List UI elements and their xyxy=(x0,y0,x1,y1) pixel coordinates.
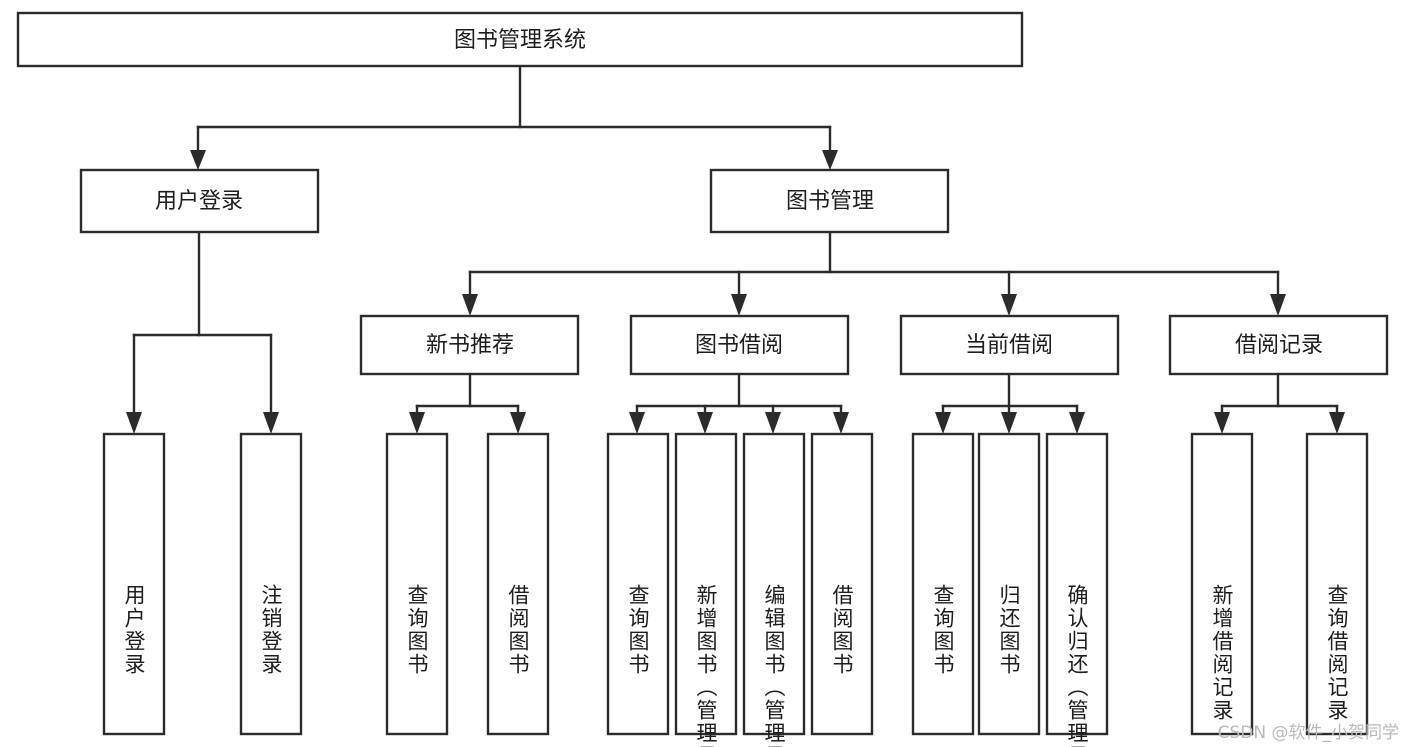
arrow-head-icon-leaf-query-book-3 xyxy=(935,412,951,434)
node-current-borrow-label: 当前借阅 xyxy=(965,333,1053,358)
node-book-borrow-label: 图书借阅 xyxy=(695,333,783,358)
node-leaf-add-record[interactable]: 新增借阅记录 xyxy=(1190,432,1254,736)
node-leaf-query-record[interactable]: 查询借阅记录 xyxy=(1305,432,1369,736)
node-leaf-query-book-2-box[interactable] xyxy=(606,432,670,736)
node-root[interactable]: 图书管理系统 xyxy=(16,11,1024,68)
node-leaf-query-book-3[interactable]: 查询图书 xyxy=(911,432,975,736)
node-leaf-user-logout-box[interactable] xyxy=(239,432,303,736)
arrow-head-icon-book-borrow xyxy=(731,294,747,316)
node-root-box[interactable] xyxy=(16,11,1024,68)
node-leaf-edit-book[interactable]: 编辑图书（管理员） xyxy=(742,432,806,747)
arrow-head-icon-leaf-borrow-book-1 xyxy=(510,412,526,434)
arrow-head-icon-leaf-user-login xyxy=(126,412,142,434)
node-borrow-record-box[interactable] xyxy=(1168,314,1389,376)
arrow-head-icon-leaf-borrow-book-2 xyxy=(833,412,849,434)
node-leaf-query-book-1-box[interactable] xyxy=(385,432,449,736)
node-leaf-borrow-book-2-label: 借阅图书 xyxy=(830,584,854,676)
arrow-head-icon-borrow-record xyxy=(1270,294,1286,316)
node-leaf-add-record-label: 新增借阅记录 xyxy=(1210,584,1234,722)
node-book-borrow[interactable]: 图书借阅 xyxy=(629,314,850,376)
node-leaf-query-book-2-label: 查询图书 xyxy=(626,584,650,676)
arrow-head-icon-current-borrow xyxy=(1001,294,1017,316)
node-leaf-add-book-box[interactable] xyxy=(674,432,738,736)
node-user-login[interactable]: 用户登录 xyxy=(79,168,320,234)
node-leaf-return-book-label: 归还图书 xyxy=(997,584,1021,676)
node-leaf-edit-book-label: 编辑图书（管理员） xyxy=(762,584,786,747)
arrow-head-icon-leaf-return-book xyxy=(1001,412,1017,434)
node-leaf-borrow-book-1-label: 借阅图书 xyxy=(506,584,530,676)
node-leaf-user-login-box[interactable] xyxy=(102,432,166,736)
node-new-book-recommend[interactable]: 新书推荐 xyxy=(359,314,580,376)
arrow-head-icon-leaf-query-record xyxy=(1329,412,1345,434)
arrow-head-icon-root-user-login xyxy=(190,150,206,170)
node-leaf-add-book-label: 新增图书（管理员） xyxy=(694,584,718,747)
node-leaf-add-book[interactable]: 新增图书（管理员） xyxy=(674,432,738,747)
connector-layer xyxy=(126,64,1345,434)
node-leaf-query-book-2[interactable]: 查询图书 xyxy=(606,432,670,736)
node-leaf-return-book[interactable]: 归还图书 xyxy=(977,432,1041,736)
node-book-manage-label: 图书管理 xyxy=(786,189,874,214)
node-leaf-return-book-box[interactable] xyxy=(977,432,1041,736)
arrow-head-icon-leaf-edit-book xyxy=(765,412,781,434)
node-current-borrow-box[interactable] xyxy=(899,314,1120,376)
arrow-head-icon-leaf-confirm-return xyxy=(1069,412,1085,434)
node-leaf-edit-book-box[interactable] xyxy=(742,432,806,736)
arrow-head-icon-leaf-add-book xyxy=(697,412,713,434)
node-new-book-recommend-box[interactable] xyxy=(359,314,580,376)
node-book-manage[interactable]: 图书管理 xyxy=(709,168,950,234)
node-leaf-user-logout-label: 注销登录 xyxy=(259,584,283,676)
node-leaf-confirm-return-box[interactable] xyxy=(1045,432,1109,736)
node-current-borrow[interactable]: 当前借阅 xyxy=(899,314,1120,376)
arrow-head-icon-leaf-add-record xyxy=(1214,412,1230,434)
node-root-label: 图书管理系统 xyxy=(454,28,586,53)
node-leaf-query-book-1[interactable]: 查询图书 xyxy=(385,432,449,736)
node-user-login-box[interactable] xyxy=(79,168,320,234)
node-leaf-confirm-return-label: 确认归还（管理员） xyxy=(1065,584,1089,747)
node-leaf-query-book-1-label: 查询图书 xyxy=(405,584,429,676)
node-leaf-user-login[interactable]: 用户登录 xyxy=(102,432,166,736)
node-new-book-recommend-label: 新书推荐 xyxy=(426,333,514,358)
node-book-borrow-box[interactable] xyxy=(629,314,850,376)
node-leaf-confirm-return[interactable]: 确认归还（管理员） xyxy=(1045,432,1109,747)
arrow-head-icon-leaf-query-book-1 xyxy=(409,412,425,434)
node-leaf-user-login-label: 用户登录 xyxy=(122,584,146,676)
arrow-head-icon-new-book-recommend xyxy=(462,294,478,316)
node-leaf-query-book-3-label: 查询图书 xyxy=(931,584,955,676)
node-borrow-record-label: 借阅记录 xyxy=(1235,333,1323,358)
node-leaf-user-logout[interactable]: 注销登录 xyxy=(239,432,303,736)
node-leaf-query-record-label: 查询借阅记录 xyxy=(1325,584,1349,722)
node-leaf-borrow-book-1[interactable]: 借阅图书 xyxy=(486,432,550,736)
node-leaf-query-book-3-box[interactable] xyxy=(911,432,975,736)
node-book-manage-box[interactable] xyxy=(709,168,950,234)
node-leaf-borrow-book-2-box[interactable] xyxy=(810,432,874,736)
node-leaf-borrow-book-1-box[interactable] xyxy=(486,432,550,736)
node-borrow-record[interactable]: 借阅记录 xyxy=(1168,314,1389,376)
node-user-login-label: 用户登录 xyxy=(155,189,243,214)
arrow-head-icon-leaf-user-logout xyxy=(263,412,279,434)
node-leaf-query-record-box[interactable] xyxy=(1305,432,1369,736)
node-leaf-borrow-book-2[interactable]: 借阅图书 xyxy=(810,432,874,736)
node-leaf-add-record-box[interactable] xyxy=(1190,432,1254,736)
arrow-head-icon-root-book-manage xyxy=(822,150,838,170)
arrow-head-icon-leaf-query-book-2 xyxy=(629,412,645,434)
